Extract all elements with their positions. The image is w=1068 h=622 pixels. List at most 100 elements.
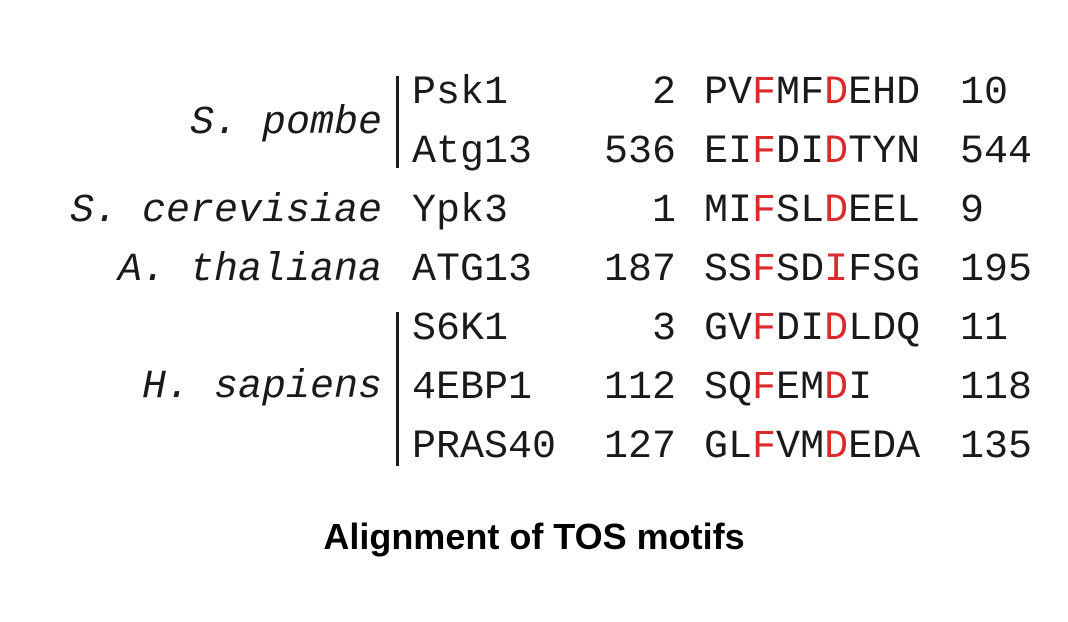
residue: Q: [728, 366, 753, 411]
protein-name: Ypk3: [412, 189, 509, 234]
residue: V: [728, 307, 753, 352]
residue: F: [848, 248, 873, 293]
residue: I: [848, 366, 873, 411]
conserved-residue: F: [752, 189, 777, 234]
residue: D: [896, 71, 921, 116]
end-position: 135: [960, 425, 1033, 470]
residue: N: [896, 130, 921, 175]
residue: I: [728, 130, 753, 175]
residue: G: [896, 248, 921, 293]
residue: M: [776, 71, 801, 116]
residue: L: [896, 189, 921, 234]
residue: E: [848, 189, 873, 234]
start-position: 127: [603, 425, 676, 470]
residue: S: [776, 189, 801, 234]
conserved-residue: D: [824, 366, 849, 411]
residue: M: [800, 425, 825, 470]
protein-name: ATG13: [412, 248, 533, 293]
start-position: 187: [603, 248, 676, 293]
residue: E: [848, 425, 873, 470]
start-position: 112: [603, 366, 676, 411]
residue: D: [800, 248, 825, 293]
motif-sequence: GLFVMDEDA: [704, 424, 920, 472]
motif-sequence: EIFDIDTYN: [704, 129, 920, 177]
residue: V: [776, 425, 801, 470]
alignment-row: PRAS40 127 GLFVMDEDA 135: [0, 424, 1068, 472]
residue: L: [728, 425, 753, 470]
residue: L: [848, 307, 873, 352]
end-position: 9: [960, 189, 985, 234]
motif-sequence: SSFSDIFSG: [704, 247, 920, 295]
conserved-residue: F: [752, 130, 777, 175]
conserved-residue: F: [752, 307, 777, 352]
residue: D: [776, 307, 801, 352]
species-label-s-pombe: S. pombe: [189, 101, 382, 146]
residue: I: [728, 189, 753, 234]
end-position: 544: [960, 130, 1033, 175]
residue: L: [800, 189, 825, 234]
residue: M: [800, 366, 825, 411]
protein-name: Psk1: [412, 71, 509, 116]
conserved-residue: F: [752, 425, 777, 470]
residue: S: [728, 248, 753, 293]
residue: Q: [896, 307, 921, 352]
start-position: 3: [651, 307, 676, 352]
species-label-s-cerevisiae: S. cerevisiae: [69, 189, 382, 234]
group-bar-h-sapiens: [396, 312, 399, 466]
residue: G: [704, 307, 729, 352]
residue: I: [800, 307, 825, 352]
residue: T: [848, 130, 873, 175]
start-position: 2: [651, 71, 676, 116]
conserved-residue: F: [752, 248, 777, 293]
protein-name: PRAS40: [412, 425, 557, 470]
motif-sequence: SQFEMDI: [704, 365, 872, 413]
figure-caption: Alignment of TOS motifs: [323, 516, 745, 557]
residue: E: [776, 366, 801, 411]
residue: S: [776, 248, 801, 293]
residue: V: [728, 71, 753, 116]
conserved-residue: D: [824, 307, 849, 352]
end-position: 10: [960, 71, 1009, 116]
residue: D: [872, 425, 897, 470]
residue: M: [704, 189, 729, 234]
residue: E: [872, 189, 897, 234]
residue: S: [704, 366, 729, 411]
residue: G: [704, 425, 729, 470]
residue: D: [872, 307, 897, 352]
residue: E: [704, 130, 729, 175]
residue: P: [704, 71, 729, 116]
species-label-h-sapiens: H. sapiens: [141, 365, 382, 410]
group-bar-s-pombe: [396, 76, 399, 168]
residue: E: [848, 71, 873, 116]
protein-name: 4EBP1: [412, 366, 533, 411]
conserved-residue: I: [824, 248, 849, 293]
protein-name: S6K1: [412, 307, 509, 352]
conserved-residue: D: [824, 425, 849, 470]
residue: S: [872, 248, 897, 293]
residue: F: [800, 71, 825, 116]
residue: I: [800, 130, 825, 175]
conserved-residue: D: [824, 189, 849, 234]
motif-sequence: MIFSLDEEL: [704, 188, 920, 236]
protein-name: Atg13: [412, 130, 533, 175]
motif-sequence: GVFDIDLDQ: [704, 306, 920, 354]
end-position: 195: [960, 248, 1033, 293]
start-position: 1: [651, 189, 676, 234]
end-position: 118: [960, 366, 1033, 411]
alignment-row: 4EBP1 112 SQFEMDI 118: [0, 365, 1068, 413]
species-label-a-thaliana: A. thaliana: [117, 248, 382, 293]
residue: S: [704, 248, 729, 293]
residue: D: [776, 130, 801, 175]
residue: Y: [872, 130, 897, 175]
residue: H: [872, 71, 897, 116]
end-position: 11: [960, 307, 1009, 352]
start-position: 536: [603, 130, 676, 175]
motif-sequence: PVFMFDEHD: [704, 70, 920, 118]
conserved-residue: D: [824, 130, 849, 175]
conserved-residue: D: [824, 71, 849, 116]
